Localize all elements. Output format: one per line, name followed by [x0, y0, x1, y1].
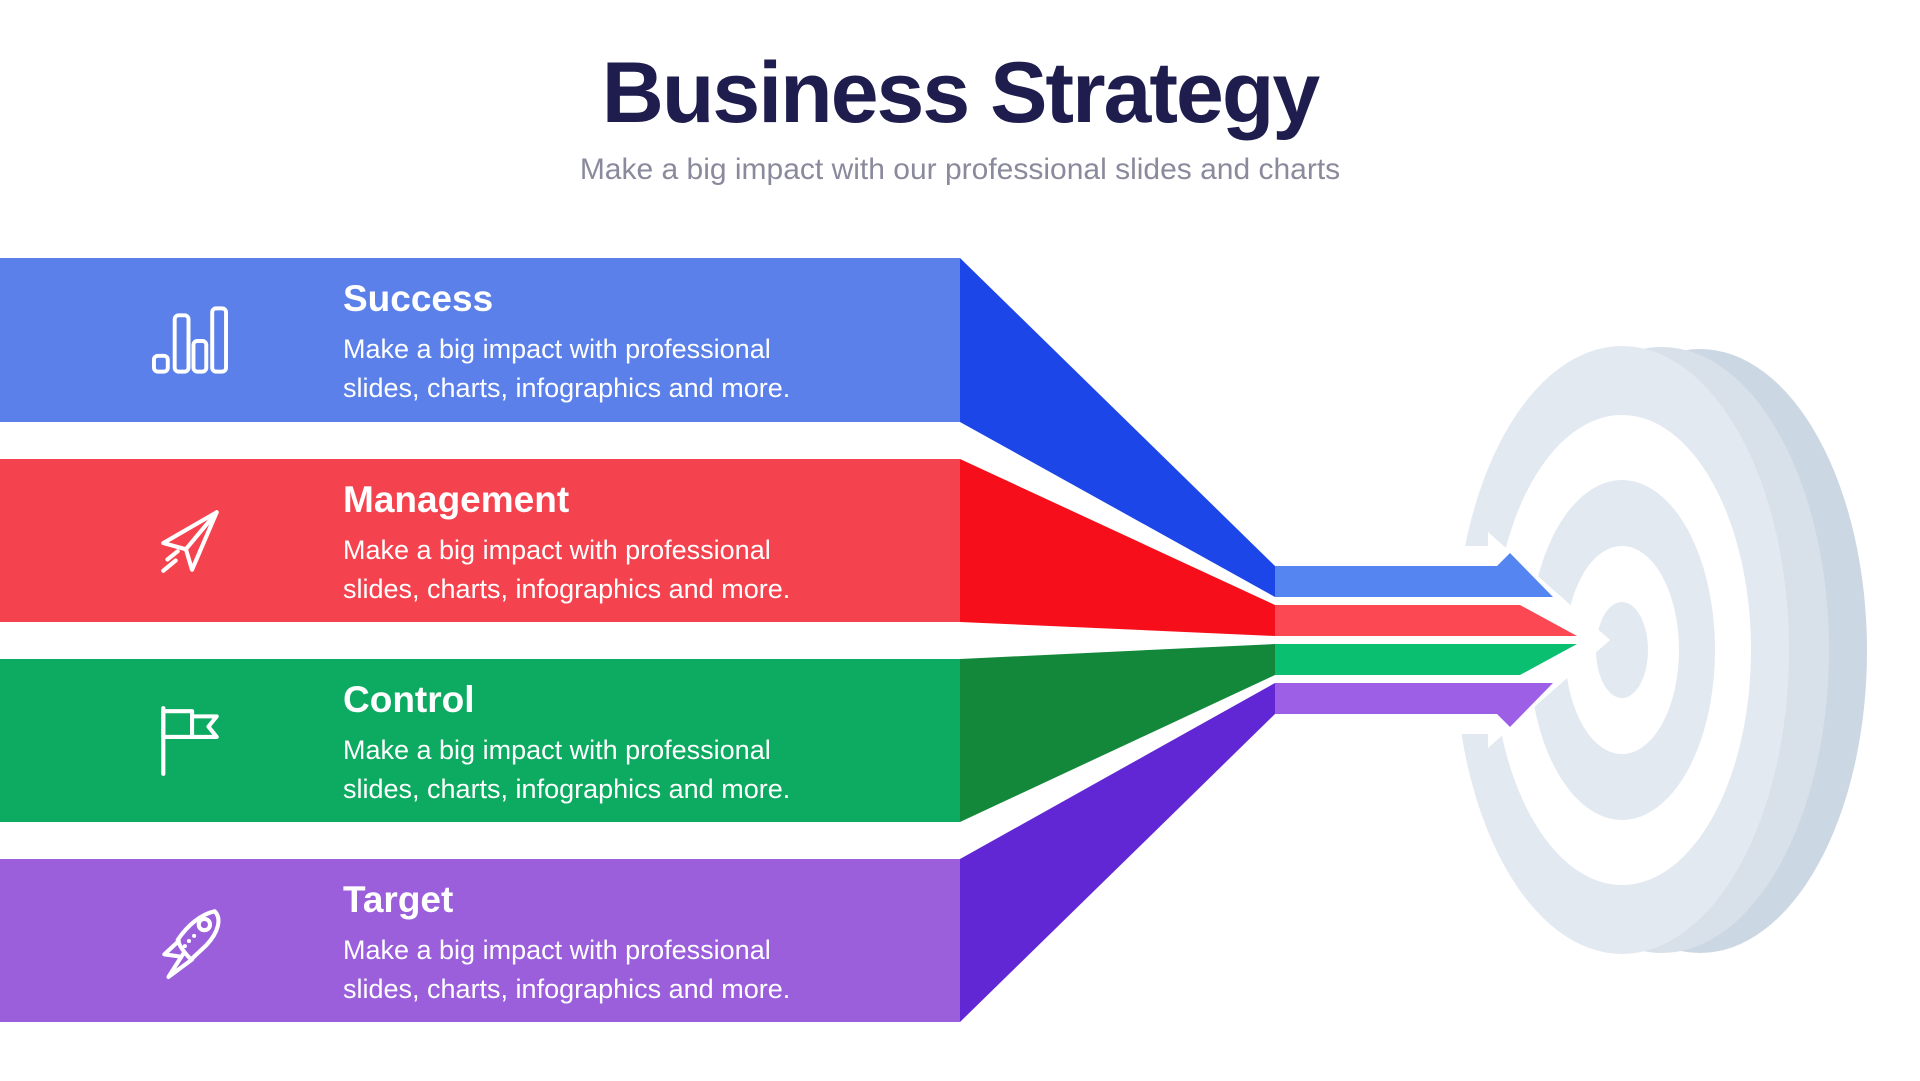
row-success-text: Success Make a big impact with professio… [343, 278, 790, 408]
page-title: Business Strategy [601, 45, 1320, 141]
header: Business Strategy Make a big impact with… [0, 50, 1920, 188]
row-title: Target [343, 879, 454, 920]
row-management-text: Management Make a big impact with profes… [343, 479, 790, 609]
rocket-icon [150, 859, 230, 1022]
stripe-success [1275, 553, 1553, 597]
flag-icon [150, 659, 230, 822]
wedge-control [960, 644, 1275, 822]
stripe-management [1275, 605, 1577, 636]
stripe-control [1275, 644, 1577, 675]
row-target-text: Target Make a big impact with profession… [343, 879, 790, 1009]
row-title: Control [343, 679, 475, 720]
paper-plane-icon [150, 459, 230, 622]
page-subtitle: Make a big impact with our professional … [579, 153, 1341, 186]
bar-chart-icon [150, 258, 230, 421]
row-management: Management Make a big impact with profes… [0, 459, 960, 622]
row-control-text: Control Make a big impact with professio… [343, 679, 790, 809]
wedge-target [960, 683, 1275, 1022]
wedge-management [960, 459, 1275, 636]
target-center [1596, 602, 1648, 698]
row-success: Success Make a big impact with professio… [0, 258, 960, 422]
row-control: Control Make a big impact with professio… [0, 659, 960, 822]
wedge-success [960, 258, 1275, 597]
row-title: Success [343, 278, 494, 319]
stripe-target [1275, 683, 1553, 727]
row-title: Management [343, 479, 570, 520]
row-target: Target Make a big impact with profession… [0, 859, 960, 1022]
target-bullseye [1455, 346, 1867, 954]
